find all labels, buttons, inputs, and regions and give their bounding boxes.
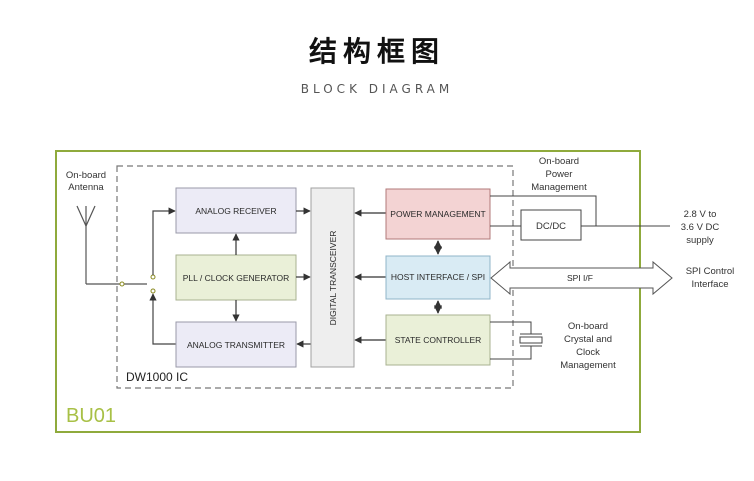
crystal-label-line3: Clock: [576, 347, 600, 358]
state-controller-block: [385, 314, 491, 366]
pll-clock-label: PLL / CLOCK GENERATOR: [183, 273, 290, 283]
crystal-label-line4: Management: [560, 360, 616, 371]
analog-transmitter-label: ANALOG TRANSMITTER: [187, 340, 285, 350]
page-subtitle-english: BLOCK DIAGRAM: [300, 82, 454, 96]
analog-receiver-label: ANALOG RECEIVER: [195, 206, 276, 216]
power-label-line1: On-board: [539, 156, 579, 167]
power-management-label: POWER MANAGEMENT: [390, 209, 485, 219]
ic-boundary: [116, 165, 514, 389]
host-interface-block: [385, 255, 491, 300]
state-controller-label: STATE CONTROLLER: [395, 335, 482, 345]
spi-control-label-line1: SPI Control: [686, 266, 735, 277]
antenna-icon: [76, 205, 96, 284]
spi-control-label-line2: Interface: [692, 279, 729, 290]
switch-node-rx: [150, 274, 156, 280]
power-management-block: [385, 188, 491, 240]
switch-node-tx: [150, 288, 156, 294]
spi-if-label: SPI I/F: [567, 273, 593, 283]
tx-path: [149, 293, 176, 345]
supply-label-line3: supply: [686, 235, 714, 246]
analog-transmitter-block: [175, 321, 297, 368]
junction-dot: [119, 281, 125, 287]
rx-path: [152, 207, 176, 275]
host-interface-label: HOST INTERFACE / SPI: [391, 272, 485, 282]
ic-label: DW1000 IC: [126, 370, 188, 384]
crystal-icon: [490, 321, 543, 360]
power-line-top: [490, 195, 597, 226]
power-label-line2: Power: [546, 169, 573, 180]
spi-interface-arrow: [490, 260, 673, 296]
power-label-line3: Management: [531, 182, 587, 193]
supply-label-line1: 2.8 V to: [684, 209, 717, 220]
supply-label-line2: 3.6 V DC: [681, 222, 720, 233]
dcdc-block: [520, 209, 582, 241]
digital-transceiver-block: [310, 187, 355, 368]
crystal-label-line2: Crystal and: [564, 334, 612, 345]
antenna-label-line1: On-board: [66, 170, 106, 181]
dcdc-label: DC/DC: [536, 221, 566, 232]
crystal-label-line1: On-board: [568, 321, 608, 332]
digital-transceiver-label: DIGITAL TRANSCEIVER: [328, 231, 338, 326]
page-title-chinese: 结构框图: [308, 35, 445, 68]
antenna-label-line2: Antenna: [68, 182, 104, 193]
board-label: BU01: [66, 405, 116, 427]
